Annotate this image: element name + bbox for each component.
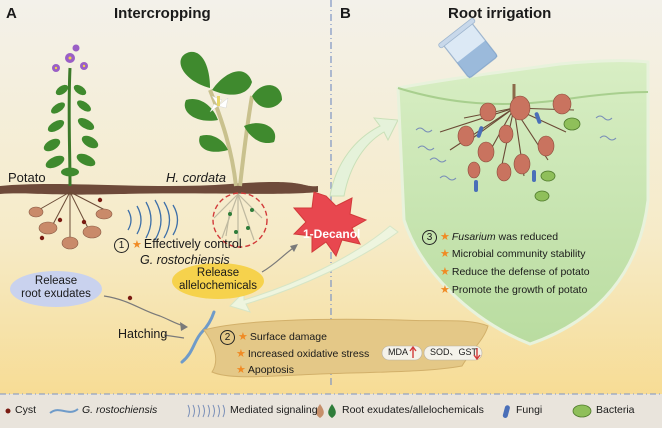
arrow-hatching-to-nematode xyxy=(163,334,185,339)
legend-cyst: Cyst xyxy=(15,404,36,416)
hcordata-flower xyxy=(209,95,229,113)
potato-plant xyxy=(43,44,99,187)
potato-tubers xyxy=(28,206,113,250)
allelochemical-drops xyxy=(228,208,254,234)
decanol-label: 1-Decanol xyxy=(303,227,361,241)
sod-gst-label: SOD、GST xyxy=(430,347,478,357)
legend-exudate-drop xyxy=(316,404,324,418)
shield-rim xyxy=(397,87,649,105)
mda-up-arrow xyxy=(409,345,417,358)
shield-tubers xyxy=(457,93,572,182)
legend-exudates: Root exudates/allelochemicals xyxy=(342,404,484,416)
shield-bacteria xyxy=(534,117,581,202)
legend-allelo-drop xyxy=(328,404,336,418)
legend-cyst-swatch xyxy=(5,408,11,414)
nematode xyxy=(180,310,216,364)
panel-b-letter: B xyxy=(340,5,351,22)
root-exudates-blob xyxy=(10,271,102,307)
legend-bacteria-swatch xyxy=(572,404,592,418)
shield-signals xyxy=(415,115,617,181)
sod-down-arrow xyxy=(473,348,481,361)
effect1-line1: 1★Effectively control xyxy=(114,237,242,253)
allelochemicals-blob xyxy=(172,263,264,299)
hcordata-label: H. cordata xyxy=(166,170,226,185)
mda-label: MDA xyxy=(388,347,408,357)
legend-fungi-swatch xyxy=(502,405,510,418)
hcordata-plant xyxy=(180,51,282,187)
effect3-item-2: ★Microbial community stability xyxy=(440,248,586,260)
effect3-item-3: ★Reduce the defense of potato xyxy=(440,266,590,278)
root-highlight-circle xyxy=(212,192,268,248)
legend-nematode-swatch xyxy=(49,408,79,414)
beaker xyxy=(438,17,498,79)
legend-signaling: Mediated signaling xyxy=(230,404,318,416)
potato-label: Potato xyxy=(8,170,46,185)
shield-fungi xyxy=(474,112,542,192)
arrow-exudates-to-hatching xyxy=(103,295,185,327)
legend-nematode: G. rostochiensis xyxy=(82,404,158,416)
effect2-item-2: ★Increased oxidative stress xyxy=(236,348,370,360)
sod-gst-pill xyxy=(423,345,483,361)
legend-bacteria: Bacteria xyxy=(596,404,635,416)
effect2-item-3: ★Apoptosis xyxy=(236,364,294,376)
legend-fungi: Fungi xyxy=(516,404,543,416)
hatching-label: Hatching xyxy=(118,327,168,341)
panel-a-letter: A xyxy=(6,5,17,22)
effects-soil-patch xyxy=(203,318,489,378)
effect1-line2: G. rostochiensis xyxy=(140,253,230,267)
effect3-item-1: 3★Fusarium was reduced xyxy=(422,230,558,245)
legend-signal-swatch xyxy=(187,404,225,418)
arrow-back-to-soil xyxy=(229,225,399,313)
cyst-dots xyxy=(39,197,133,301)
panel-b-title: Root irrigation xyxy=(448,5,552,22)
decanol-burst xyxy=(292,191,368,258)
potato-flowers xyxy=(52,44,88,72)
effect2-item-1: 2★Surface damage xyxy=(220,330,327,345)
signaling-waves xyxy=(127,199,179,241)
panel-a-title: Intercropping xyxy=(114,5,211,22)
effect3-item-4: ★Promote the growth of potato xyxy=(440,284,588,296)
